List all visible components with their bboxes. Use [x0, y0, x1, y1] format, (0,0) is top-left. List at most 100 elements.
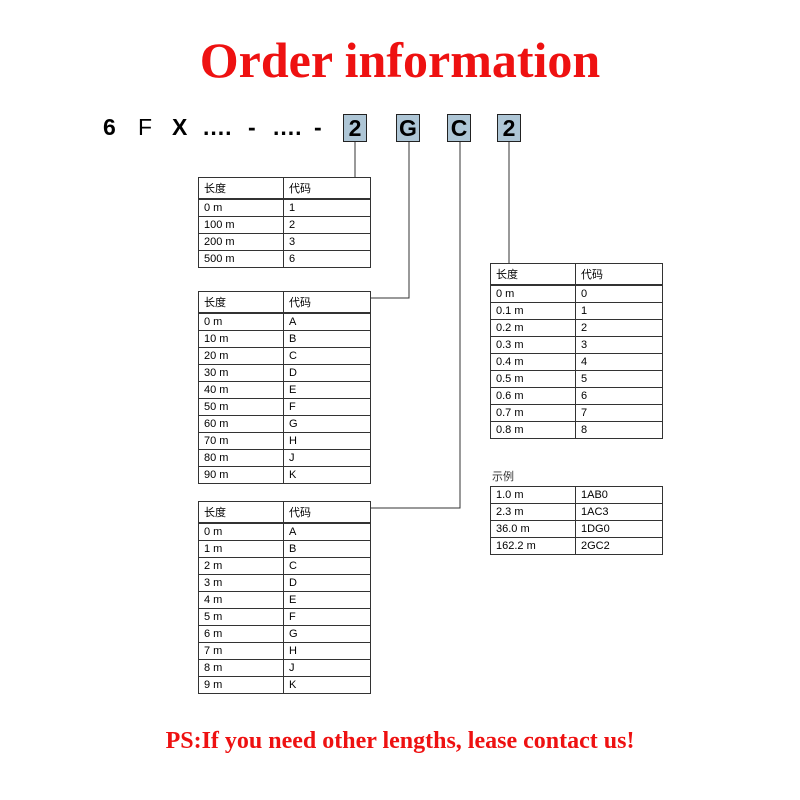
code-dash-2: - — [314, 114, 323, 140]
header-length: 长度 — [490, 263, 576, 286]
header-length: 长度 — [198, 291, 284, 314]
cell-code: D — [283, 574, 371, 592]
cell-code: A — [283, 312, 371, 331]
code-prefix-f: F — [138, 114, 154, 140]
connector-box2-table2 — [371, 142, 410, 299]
table-header-row: 长度 代码 — [198, 501, 371, 524]
connector-box3-table3 — [371, 142, 461, 509]
cell-code: 6 — [283, 250, 371, 268]
cell-code: 1 — [283, 198, 371, 217]
cell-code: H — [283, 432, 371, 450]
code-box-length-tens: G — [396, 114, 420, 142]
cell-code: C — [283, 347, 371, 365]
cell-length: 5 m — [198, 608, 284, 626]
cell-code: B — [283, 540, 371, 558]
cell-length: 10 m — [198, 330, 284, 348]
cell-code: 1DG0 — [575, 520, 663, 538]
cell-code: K — [283, 676, 371, 694]
cell-code: F — [283, 608, 371, 626]
contact-note: PS:If you need other lengths, lease cont… — [165, 728, 635, 754]
cell-code: J — [283, 659, 371, 677]
code-prefix-x: X — [172, 114, 189, 140]
code-dash-1: - — [248, 114, 257, 140]
cell-length: 30 m — [198, 364, 284, 382]
cell-length: 0.6 m — [490, 387, 576, 405]
cell-length: 6 m — [198, 625, 284, 643]
cell-length: 4 m — [198, 591, 284, 609]
page-title: Order information — [199, 32, 601, 88]
code-box-length-units: C — [447, 114, 471, 142]
cell-length: 0.7 m — [490, 404, 576, 422]
header-length: 长度 — [198, 501, 284, 524]
cell-length: 50 m — [198, 398, 284, 416]
code-box-length-hundreds: 2 — [343, 114, 367, 142]
cell-code: C — [283, 557, 371, 575]
cell-code: K — [283, 466, 371, 484]
header-code: 代码 — [575, 263, 663, 286]
cell-length: 36.0 m — [490, 520, 576, 538]
cell-length: 500 m — [198, 250, 284, 268]
cell-length: 0.1 m — [490, 302, 576, 320]
order-code: 6 F X .... - .... - 2 G C 2 — [0, 112, 800, 146]
code-placeholder-2: .... — [273, 114, 303, 140]
cell-length: 8 m — [198, 659, 284, 677]
cell-length: 80 m — [198, 449, 284, 467]
table-header-row: 长度 代码 — [490, 263, 663, 286]
table-header-row: 长度 代码 — [198, 177, 371, 200]
cell-length: 1 m — [198, 540, 284, 558]
cell-length: 100 m — [198, 216, 284, 234]
example-label: 示例 — [492, 471, 514, 483]
cell-length: 2 m — [198, 557, 284, 575]
cell-code: 4 — [575, 353, 663, 371]
cell-code: 3 — [575, 336, 663, 354]
cell-code: 5 — [575, 370, 663, 388]
cell-length: 70 m — [198, 432, 284, 450]
cell-length: 2.3 m — [490, 503, 576, 521]
cell-length: 7 m — [198, 642, 284, 660]
cell-code: G — [283, 625, 371, 643]
header-code: 代码 — [283, 501, 371, 524]
cell-code: 2 — [283, 216, 371, 234]
cell-length: 90 m — [198, 466, 284, 484]
cell-length: 1.0 m — [490, 486, 576, 504]
header-code: 代码 — [283, 291, 371, 314]
cell-code: 6 — [575, 387, 663, 405]
table-header-row: 长度 代码 — [198, 291, 371, 314]
cell-code: 1AC3 — [575, 503, 663, 521]
cell-length: 0.8 m — [490, 421, 576, 439]
cell-code: G — [283, 415, 371, 433]
cell-code: 7 — [575, 404, 663, 422]
cell-length: 0.2 m — [490, 319, 576, 337]
cell-length: 60 m — [198, 415, 284, 433]
code-box-length-decimals: 2 — [497, 114, 521, 142]
